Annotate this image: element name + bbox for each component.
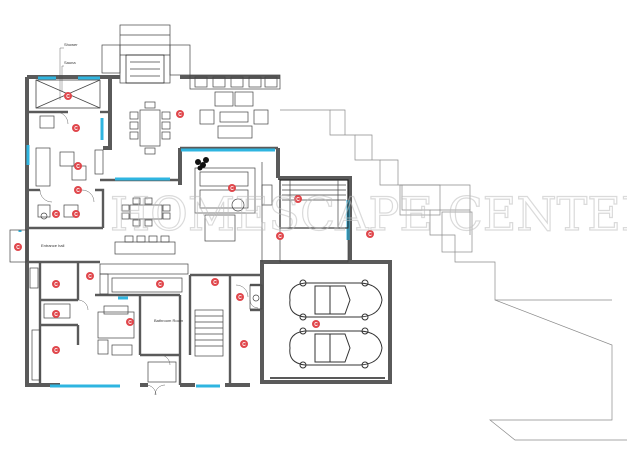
- room-marker: [236, 293, 244, 301]
- room-marker-letter: C: [213, 280, 217, 286]
- room-marker: [52, 346, 60, 354]
- room-marker-letter: C: [128, 320, 132, 326]
- label-entrance-hall: Entrance hall: [41, 243, 64, 248]
- room-marker: [52, 280, 60, 288]
- room-marker-letter: C: [54, 282, 58, 288]
- room-markers: C C C C C C C C C C C C C C C C C C C C C C: [14, 92, 374, 354]
- room-marker: [64, 92, 72, 100]
- living-room: [194, 162, 273, 262]
- room-marker: [72, 210, 80, 218]
- terrace-furniture: [189, 74, 281, 139]
- car-upper: [289, 279, 383, 321]
- room-marker: [240, 340, 248, 348]
- room-marker-letter: C: [74, 212, 78, 218]
- room-marker: [294, 195, 302, 203]
- room-marker-letter: C: [88, 274, 92, 280]
- room-marker-letter: C: [16, 245, 20, 251]
- label-note-b: Sauna: [64, 60, 76, 65]
- dining-table-upper: [129, 101, 171, 155]
- room-marker: [52, 310, 60, 318]
- room-marker: [228, 184, 236, 192]
- room-marker: [86, 272, 94, 280]
- room-marker: [276, 232, 284, 240]
- left-wing: [9, 79, 135, 381]
- watermark: HOMESCAPE CENTER: [110, 187, 627, 241]
- room-marker: [176, 110, 184, 118]
- room-marker-letter: C: [158, 282, 162, 288]
- terrain-lines: [280, 109, 627, 441]
- lower-stairs: [147, 309, 224, 383]
- room-marker-letter: C: [178, 112, 182, 118]
- room-marker-letter: C: [314, 322, 318, 328]
- stair-block: [279, 179, 349, 263]
- plant: [195, 157, 209, 171]
- room-marker: [74, 162, 82, 170]
- door-swings: [39, 111, 259, 396]
- room-marker-letter: C: [54, 348, 58, 354]
- room-marker-letter: C: [54, 312, 58, 318]
- room-marker-letter: C: [76, 164, 80, 170]
- room-marker-letter: C: [76, 188, 80, 194]
- label-note-a: Shower: [64, 42, 78, 47]
- label-bathroom-note: Bathroom Room: [154, 318, 184, 323]
- interior-walls: [27, 110, 278, 385]
- dining-table-middle: [99, 197, 189, 295]
- room-marker-letter: C: [230, 186, 234, 192]
- room-marker: [72, 124, 80, 132]
- entry-stairs: [101, 24, 191, 84]
- room-marker-letter: C: [238, 295, 242, 301]
- room-marker-letter: C: [54, 212, 58, 218]
- room-marker-letter: C: [74, 126, 78, 132]
- callout-lines: [59, 47, 64, 100]
- room-marker-letter: C: [242, 342, 246, 348]
- room-marker-letter: C: [278, 234, 282, 240]
- room-marker-letter: C: [66, 94, 70, 100]
- room-marker: [74, 186, 82, 194]
- room-marker: [366, 230, 374, 238]
- room-marker: [14, 243, 22, 251]
- car-lower: [289, 327, 383, 369]
- room-marker: [52, 210, 60, 218]
- room-marker: [156, 280, 164, 288]
- small-wc: [249, 284, 263, 310]
- room-marker: [312, 320, 320, 328]
- room-marker: [211, 278, 219, 286]
- labels: Entrance hall Bathroom Room Shower Sauna: [41, 42, 184, 323]
- room-marker-letter: C: [368, 232, 372, 238]
- room-marker: [126, 318, 134, 326]
- room-marker-letter: C: [296, 197, 300, 203]
